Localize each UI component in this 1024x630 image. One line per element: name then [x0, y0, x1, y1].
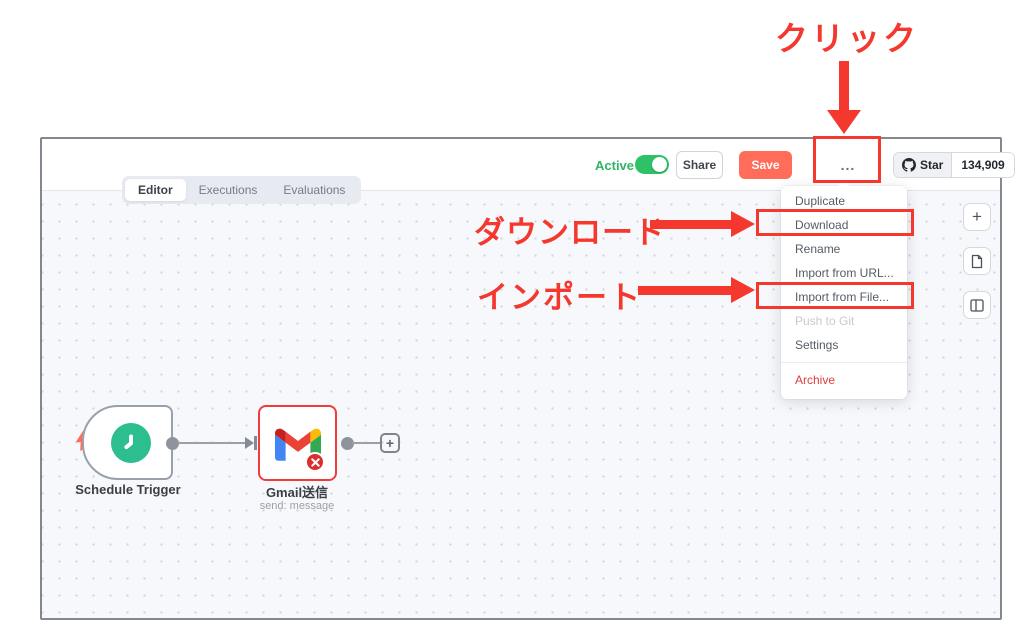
toggle-knob: [652, 157, 667, 172]
github-icon: [902, 158, 916, 172]
tab-editor[interactable]: Editor: [125, 179, 186, 201]
share-button[interactable]: Share: [676, 151, 723, 179]
node-schedule-trigger[interactable]: [82, 405, 173, 480]
tab-executions[interactable]: Executions: [198, 183, 258, 197]
right-arrow-icon: [638, 286, 732, 295]
add-node-button[interactable]: +: [963, 203, 991, 231]
github-star-count: 134,909: [952, 153, 1014, 177]
github-star-label: Star: [920, 158, 944, 172]
view-tabs: Editor Executions Evaluations: [122, 176, 362, 204]
connection-line: [352, 442, 380, 444]
workflow-options-menu: Duplicate Download Rename Import from UR…: [781, 180, 907, 399]
output-port-dot[interactable]: [166, 437, 179, 450]
connection-arrowhead-icon: [245, 437, 254, 449]
menu-item-push-to-git: Push to Git: [795, 314, 855, 328]
github-star-button[interactable]: Star: [894, 153, 953, 177]
active-label: Active: [595, 158, 635, 173]
menu-item-settings[interactable]: Settings: [795, 338, 839, 352]
right-arrow-head-icon: [731, 211, 755, 237]
github-star-widget[interactable]: Star 134,909: [893, 152, 1015, 178]
menu-separator: [781, 362, 907, 363]
highlight-box-import: [756, 282, 914, 309]
clock-icon: [110, 422, 151, 463]
node-gmail[interactable]: [258, 405, 337, 481]
down-arrow-head-icon: [827, 110, 861, 134]
add-node-inline-button[interactable]: +: [380, 433, 400, 453]
node-label-gmail: Gmail送信: [265, 485, 329, 500]
node-label-schedule-trigger: Schedule Trigger: [75, 482, 181, 497]
menu-item-download[interactable]: Download: [795, 218, 849, 232]
menu-item-archive[interactable]: Archive: [795, 373, 836, 387]
connection-line: [178, 442, 248, 444]
right-arrow-head-icon: [731, 277, 755, 303]
menu-item-duplicate[interactable]: Duplicate: [795, 194, 846, 208]
output-port-dot[interactable]: [341, 437, 354, 450]
more-options-button[interactable]: ...: [820, 149, 876, 181]
node-subtitle-gmail: send: message: [259, 500, 335, 512]
split-panel-icon: [970, 298, 984, 312]
app-window: Active Share Save ... Star 134,909: [40, 137, 1015, 620]
save-button[interactable]: Save: [739, 151, 792, 179]
split-panel-button[interactable]: [963, 291, 991, 319]
file-icon: [970, 254, 984, 269]
annotation-click-label: クリック: [775, 20, 919, 57]
down-arrow-icon: [839, 61, 849, 113]
sticky-note-file-button[interactable]: [963, 247, 991, 275]
right-arrow-icon: [650, 220, 732, 229]
annotation-download-label: ダウンロード: [474, 215, 666, 250]
tab-evaluations[interactable]: Evaluations: [283, 183, 346, 197]
active-toggle[interactable]: [635, 155, 669, 174]
menu-item-import-from-url[interactable]: Import from URL...: [795, 266, 894, 280]
menu-item-import-from-file[interactable]: Import from File...: [795, 290, 890, 304]
error-badge-icon: [305, 452, 325, 472]
highlight-box-more-button: [813, 136, 881, 183]
highlight-box-download: [756, 209, 914, 236]
input-port: [254, 436, 257, 450]
workflow-canvas[interactable]: Editor Executions Evaluations: [42, 176, 1000, 618]
annotation-import-label: インポート: [477, 280, 642, 315]
menu-item-rename[interactable]: Rename: [795, 242, 841, 256]
